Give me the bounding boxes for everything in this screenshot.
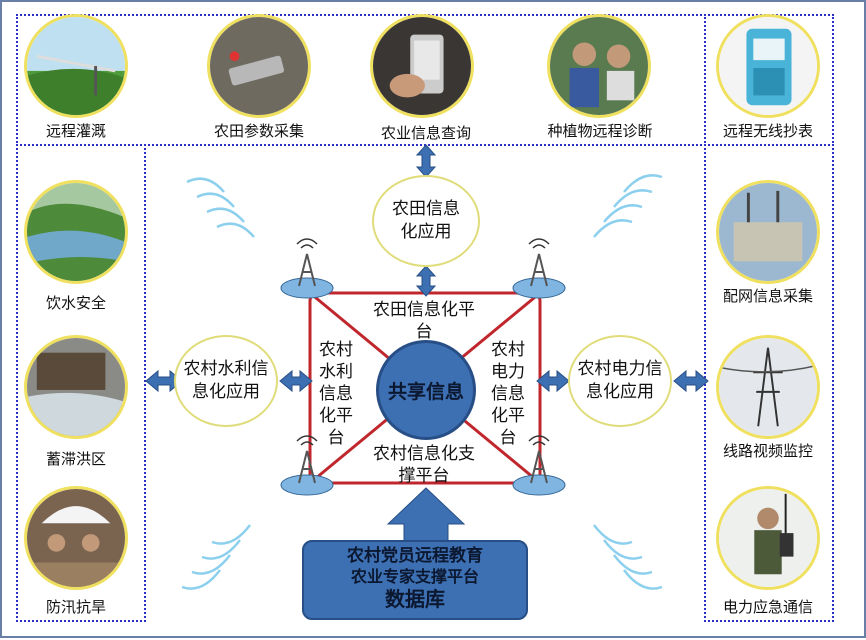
remote-diagnosis-label: 种植物远程诊断 xyxy=(547,122,653,140)
database-line-3: 数据库 xyxy=(385,587,445,612)
distribution-network-label: 配网信息采集 xyxy=(722,287,814,305)
drinking-water-image xyxy=(24,180,128,284)
tower-icon-bl xyxy=(280,435,334,496)
arrow-database-up xyxy=(386,487,466,543)
emergency-comm-label: 电力应急通信 xyxy=(722,598,814,616)
meter-reading-image xyxy=(716,14,820,118)
database-box: 农村党员远程教育 农业专家支撑平台 数据库 xyxy=(302,540,528,620)
water-app-bubble: 农村水利信息化应用 xyxy=(174,335,278,427)
left-region xyxy=(16,144,146,622)
database-line-1: 农村党员远程教育 xyxy=(347,546,483,566)
shared-info-circle: 共享信息 xyxy=(376,340,476,440)
database-line-2: 农业专家支撑平台 xyxy=(350,567,479,587)
arrow-query-to-farmland xyxy=(415,144,437,178)
phone-query-label: 农业信息查询 xyxy=(380,124,472,142)
power-app-text: 农村电力信息化应用 xyxy=(577,359,663,402)
farmland-sensor-label: 农田参数采集 xyxy=(213,122,305,140)
flood-control-label: 防汛抗旱 xyxy=(45,598,107,616)
tower-icon-tl xyxy=(280,238,334,299)
signal-waves xyxy=(181,174,663,590)
line-monitoring-label: 线路视频监控 xyxy=(722,442,814,460)
farmland-app-text: 农田信息化应用 xyxy=(392,199,460,242)
flood-storage-image xyxy=(24,335,128,439)
drinking-water-label: 饮水安全 xyxy=(45,294,107,312)
distribution-network-image xyxy=(716,180,820,284)
tower-icon-br xyxy=(512,435,566,496)
farmland-app-bubble: 农田信息化应用 xyxy=(372,175,480,267)
arrow-water-to-platform xyxy=(279,369,313,393)
irrigation-label: 远程灌溉 xyxy=(45,122,107,140)
power-platform-label: 农村电力信息化平台 xyxy=(491,340,525,449)
emergency-comm-image xyxy=(716,486,820,590)
line-monitoring-image xyxy=(716,335,820,439)
tower-icon-tr xyxy=(512,238,566,299)
farmland-sensor-image xyxy=(207,14,311,118)
meter-reading-label: 远程无线抄表 xyxy=(722,122,814,140)
water-platform-label: 农村水利信息化平台 xyxy=(319,340,353,449)
arrow-power-to-right xyxy=(673,369,709,393)
phone-query-image xyxy=(370,14,474,118)
support-platform-label: 农村信息化支撑平台 xyxy=(373,444,475,487)
farmland-platform-label: 农田信息化平台 xyxy=(373,300,475,343)
shared-info-text: 共享信息 xyxy=(387,380,464,403)
flood-storage-label: 蓄滞洪区 xyxy=(45,450,107,468)
water-app-text: 农村水利信息化应用 xyxy=(183,359,269,402)
arrow-platform-to-power xyxy=(536,369,570,393)
arrow-farmland-to-platform xyxy=(415,265,437,297)
power-app-bubble: 农村电力信息化应用 xyxy=(568,335,672,427)
remote-diagnosis-image xyxy=(547,14,651,118)
